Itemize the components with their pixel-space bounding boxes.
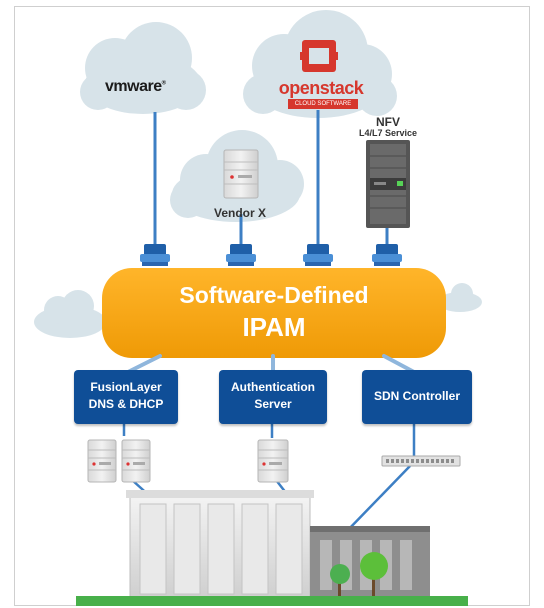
vmware-logo-text: vmware [105,78,162,95]
openstack-logo-mark [300,40,338,72]
nfv-title: NFV [376,115,400,129]
nfv-appliance [366,140,410,228]
authentication-server-box: Authentication Server [219,370,327,424]
authentication-server-rack [257,439,289,483]
nfv-subtitle: L4/L7 Service [358,128,418,138]
openstack-logo-text: openstack [278,78,364,98]
fusionlayer-servers [87,439,151,483]
vendor-x-label: Vendor X [213,206,266,220]
sdn-controller-box: SDN Controller [362,370,472,424]
fusionlayer-dns-dhcp-box: FusionLayer DNS & DHCP [74,370,178,424]
vmware-registered-mark: ® [161,80,166,87]
datacenter-building [126,490,430,599]
fusionlayer-box-line2: DNS & DHCP [88,397,164,411]
vmware-logo: vmware® [105,78,195,96]
ipam-core [102,268,446,358]
openstack-tagline: CLOUD SOFTWARE [288,99,358,109]
connector-plugs [140,244,402,266]
sdn-switch [381,455,461,467]
small-cloud-left [34,290,106,338]
authentication-box-line1: Authentication [231,380,315,394]
server-links [122,422,416,533]
tree-icon [330,552,388,596]
ipam-title-line2: IPAM [242,312,306,342]
grass-strip [76,596,468,606]
vmware-cloud [80,22,206,114]
sdn-box-line1: SDN Controller [373,389,460,403]
small-cloud-right [438,283,482,312]
fusionlayer-box-line1: FusionLayer [90,380,162,394]
authentication-box-line2: Server [254,397,292,411]
vendor-server [223,149,259,199]
uplinks [153,110,389,246]
ipam-title-line1: Software-Defined [179,282,369,308]
ipam-downlinks [126,354,416,374]
